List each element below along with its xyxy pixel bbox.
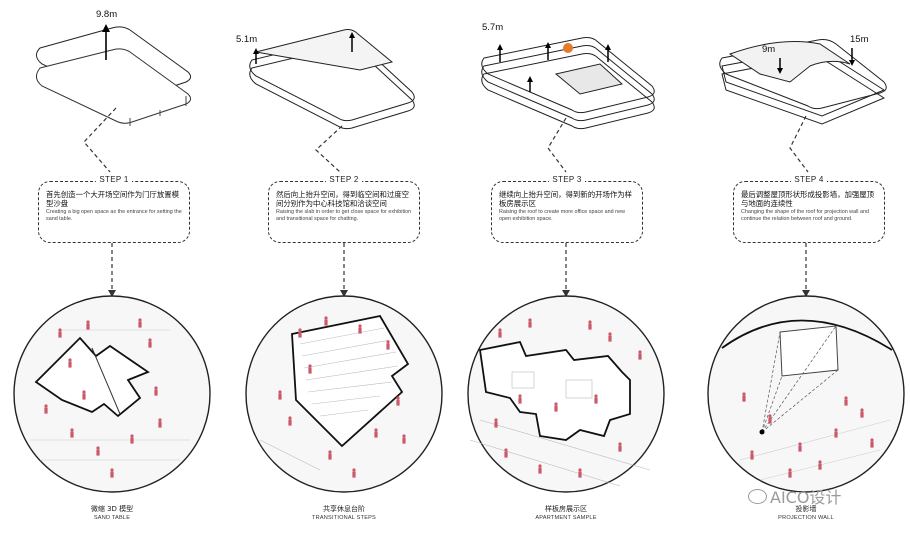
person-figure: [154, 386, 157, 395]
height-label-5: 15m: [850, 34, 868, 45]
step-cn-4: 最后调整屋顶形状形成投影墙，加强屋顶与地面的连续性: [741, 190, 877, 208]
person-figure: [324, 316, 327, 325]
person-figure: [402, 434, 405, 443]
person-figure: [834, 428, 837, 437]
massing-model-3: [482, 38, 655, 129]
person-figure: [528, 318, 531, 327]
caption-cn-3: 样板房展示区: [481, 504, 651, 514]
watermark-text: AICO设计: [770, 488, 841, 507]
caption-en-4: PROJECTION WALL: [721, 515, 891, 521]
person-figure: [768, 414, 771, 423]
person-figure: [870, 438, 873, 447]
person-figure: [638, 350, 641, 359]
person-figure: [396, 396, 399, 405]
caption-cn-1: 微缩 3D 模型: [27, 504, 197, 514]
step-title-1: STEP 1: [96, 175, 131, 184]
person-figure: [298, 328, 301, 337]
step-title-4: STEP 4: [791, 175, 826, 184]
person-figure: [328, 450, 331, 459]
person-figure: [158, 418, 161, 427]
person-figure: [578, 468, 581, 477]
person-figure: [70, 428, 73, 437]
step-title-2: STEP 2: [326, 175, 361, 184]
circle-sand-table: [14, 296, 210, 492]
caption-3: 样板房展示区 APARTMENT SAMPLE: [481, 504, 651, 521]
person-figure: [44, 404, 47, 413]
person-figure: [138, 318, 141, 327]
person-figure: [518, 394, 521, 403]
massing-model-2: [250, 30, 415, 129]
person-figure: [68, 358, 71, 367]
person-figure: [58, 328, 61, 337]
person-figure: [538, 464, 541, 473]
watermark: AICO设计: [748, 484, 841, 508]
massing-model-4: [720, 40, 887, 125]
person-figure: [148, 338, 151, 347]
height-label-2: 5.1m: [236, 34, 257, 45]
connectors-top: [84, 108, 808, 172]
person-figure: [798, 442, 801, 451]
person-figure: [374, 428, 377, 437]
caption-en-3: APARTMENT SAMPLE: [481, 515, 651, 521]
step-en-4: Changing the shape of the roof for proje…: [741, 209, 877, 223]
step-en-3: Raising the roof to create more office s…: [499, 209, 635, 223]
caption-cn-2: 共享休息台阶: [259, 504, 429, 514]
person-figure: [742, 392, 745, 401]
wechat-icon: [748, 489, 767, 504]
circle-transitional-steps: [246, 296, 442, 492]
person-figure: [110, 468, 113, 477]
person-figure: [288, 416, 291, 425]
person-figure: [308, 364, 311, 373]
height-label-4: 9m: [762, 44, 775, 55]
person-figure: [860, 408, 863, 417]
person-figure: [818, 460, 821, 469]
person-figure: [750, 450, 753, 459]
caption-en-1: SAND TABLE: [27, 515, 197, 521]
caption-1: 微缩 3D 模型 SAND TABLE: [27, 504, 197, 521]
person-figure: [86, 320, 89, 329]
caption-2: 共享休息台阶 TRANSITIONAL STEPS: [259, 504, 429, 521]
person-figure: [618, 442, 621, 451]
connector-arrowheads: [108, 290, 810, 297]
person-figure: [504, 448, 507, 457]
person-figure: [82, 390, 85, 399]
step-box-2: STEP 2 然后向上抬升空间，得到临空间和过度空间分别作为中心科技馆和洽谈空间…: [268, 181, 420, 243]
step-box-4: STEP 4 最后调整屋顶形状形成投影墙，加强屋顶与地面的连续性 Changin…: [733, 181, 885, 243]
height-label-1: 9.8m: [96, 9, 117, 20]
person-figure: [358, 324, 361, 333]
step-cn-3: 继续向上抬升空间，得到新的开场作为样板房展示区: [499, 190, 635, 208]
person-figure: [594, 394, 597, 403]
person-figure: [278, 390, 281, 399]
person-figure: [554, 402, 557, 411]
step-title-3: STEP 3: [549, 175, 584, 184]
person-figure: [352, 468, 355, 477]
person-figure: [608, 332, 611, 341]
person-figure: [130, 434, 133, 443]
person-figure: [588, 320, 591, 329]
person-figure: [96, 446, 99, 455]
step-cn-2: 然后向上抬升空间，得到临空间和过度空间分别作为中心科技馆和洽谈空间: [276, 190, 412, 208]
connectors-bottom: [112, 243, 806, 292]
person-figure: [386, 340, 389, 349]
step-box-3: STEP 3 继续向上抬升空间，得到新的开场作为样板房展示区 Raising t…: [491, 181, 643, 243]
step-cn-1: 首先创造一个大开场空间作为门厅放置模型沙盘: [46, 190, 182, 208]
circle-apartment-sample: [468, 296, 664, 492]
person-figure: [788, 468, 791, 477]
step-en-2: Raising the slab in order to get close s…: [276, 209, 412, 223]
caption-en-2: TRANSITIONAL STEPS: [259, 515, 429, 521]
circle-projection-wall: [708, 296, 904, 492]
step-box-1: STEP 1 首先创造一个大开场空间作为门厅放置模型沙盘 Creating a …: [38, 181, 190, 243]
person-figure: [844, 396, 847, 405]
person-figure: [498, 328, 501, 337]
step-en-1: Creating a big open space as the entranc…: [46, 209, 182, 223]
person-figure: [494, 418, 497, 427]
height-label-3: 5.7m: [482, 22, 503, 33]
